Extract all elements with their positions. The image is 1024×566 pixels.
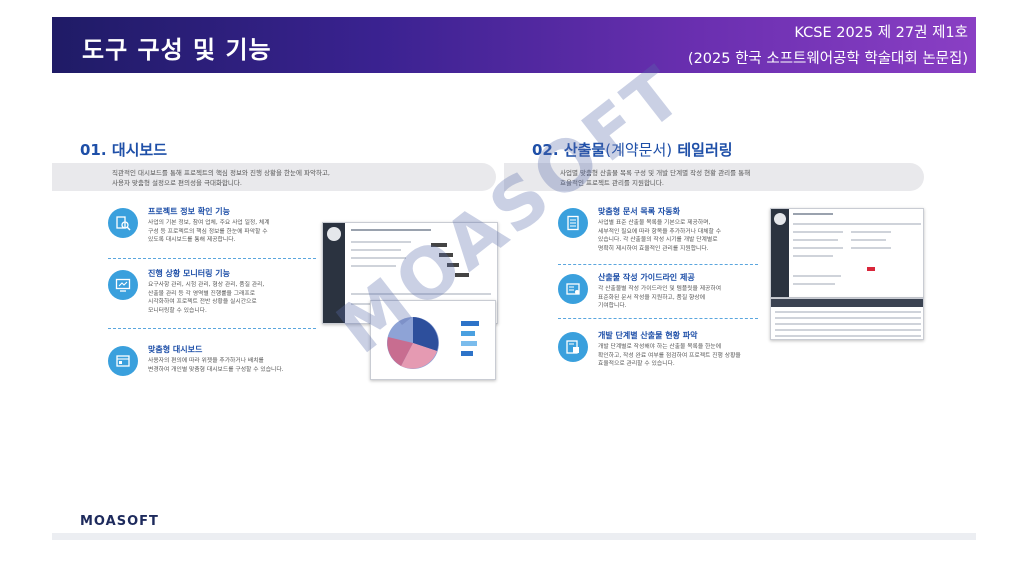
section1-title: 01. 대시보드 — [80, 139, 167, 160]
feature-text: 사업별 표준 산출물 목록을 기본으로 제공하며, 세부적인 필요에 따라 항목… — [598, 220, 722, 252]
section2-title: 02. 산출물(계약문서) 테일러링 — [532, 139, 733, 160]
divider — [108, 328, 316, 329]
divider — [558, 264, 758, 265]
feature-text: 개발 단계별로 작성해야 하는 산출물 목록을 한눈에 확인하고, 작성 완료 … — [598, 344, 741, 368]
document-list-screenshot — [770, 208, 924, 298]
feature-title: 프로젝트 정보 확인 기능 — [148, 207, 230, 216]
status-table-screenshot — [770, 298, 924, 340]
feature-title: 진행 상황 모니터링 기능 — [148, 269, 230, 278]
feature-text: 각 산출물별 작성 가이드라인 및 템플릿을 제공하여 표준화된 문서 작성을 … — [598, 286, 722, 310]
dashboard-icon — [108, 346, 138, 376]
divider — [558, 318, 758, 319]
section2-description: 사업별 맞춤형 산출물 목록 구성 및 개발 단계별 작성 현황 관리를 통해 … — [504, 163, 924, 191]
feature-title: 개발 단계별 산출물 현황 파악 — [598, 331, 698, 340]
section2-heading: 산출물 — [563, 141, 606, 159]
pie-chart-graphic — [387, 317, 479, 369]
section1-description: 직관적인 대시보드를 통해 프로젝트의 핵심 정보와 진행 상황을 한눈에 파악… — [52, 163, 496, 191]
section1-heading: 대시보드 — [111, 141, 168, 159]
guide-icon — [558, 274, 588, 304]
checklist-icon — [558, 208, 588, 238]
feature-title: 산출물 작성 가이드라인 제공 — [598, 273, 695, 282]
feature-text: 사업의 기본 정보, 참여 업체, 주요 사업 일정, 체계 구성 등 프로젝트… — [148, 220, 270, 244]
footer-bar — [52, 533, 976, 540]
search-document-icon — [108, 208, 138, 238]
monitor-icon — [108, 270, 138, 300]
moasoft-logo: MOASOFT — [80, 514, 159, 529]
divider — [108, 258, 316, 259]
proceedings-label: (2025 한국 소프트웨어공학 학술대회 논문집) — [687, 51, 968, 67]
journal-label: KCSE 2025 제 27권 제1호 — [794, 25, 968, 41]
feature-title: 맞춤형 대시보드 — [148, 345, 203, 354]
feature-title: 맞춤형 문서 목록 자동화 — [598, 207, 680, 216]
section2-heading-tail: 테일러링 — [677, 141, 733, 159]
section1-number: 01. — [80, 141, 107, 159]
feature-text: 요구사항 관리, 시험 관리, 형상 관리, 품질 관리, 산출물 관리 등 각… — [148, 282, 265, 314]
slide-header: 도구 구성 및 기능 KCSE 2025 제 27권 제1호 (2025 한국 … — [52, 17, 976, 73]
slide-title: 도구 구성 및 기능 — [82, 36, 272, 64]
status-report-icon — [558, 332, 588, 362]
chart-widget-screenshot — [370, 300, 496, 380]
section2-number: 02. — [532, 141, 559, 159]
section2-heading-paren: (계약문서) — [605, 141, 673, 159]
feature-text: 사용자의 편의에 따라 위젯을 추가하거나 배치를 변경하여 개인별 맞춤형 대… — [148, 358, 284, 373]
